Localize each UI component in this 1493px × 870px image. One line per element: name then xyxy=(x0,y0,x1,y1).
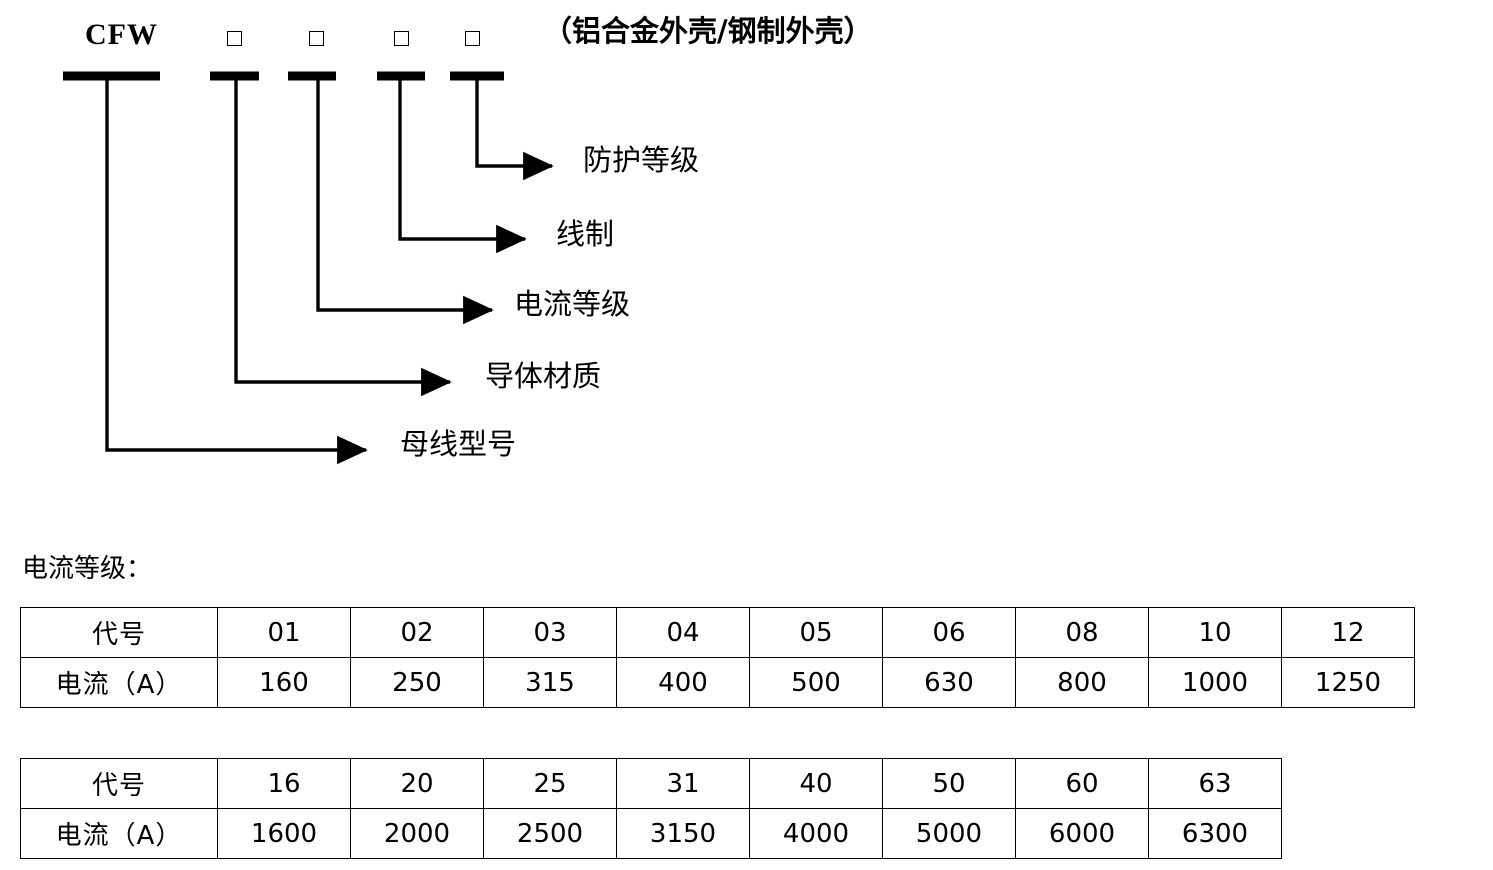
cell-current: 4000 xyxy=(749,808,883,859)
cell-code: 05 xyxy=(749,607,883,658)
current-rating-table-low: 代号 01 02 03 04 05 06 08 10 12 电流（A） 160 … xyxy=(20,607,1415,708)
row-header-current: 电流（A） xyxy=(20,657,218,708)
row-header-current: 电流（A） xyxy=(20,808,218,859)
cell-code: 20 xyxy=(350,758,484,809)
table-row-code: 代号 01 02 03 04 05 06 08 10 12 xyxy=(20,607,1415,658)
designation-box-current-rating xyxy=(309,31,324,46)
cell-current: 1250 xyxy=(1281,657,1415,708)
row-header-code: 代号 xyxy=(20,758,218,809)
leader-label-protection-degree: 防护等级 xyxy=(583,143,700,177)
leader-line-conductor xyxy=(234,80,452,397)
cell-code: 04 xyxy=(616,607,750,658)
cell-code: 31 xyxy=(616,758,750,809)
cell-current: 2000 xyxy=(350,808,484,859)
cell-code: 12 xyxy=(1281,607,1415,658)
table-row-current: 电流（A） 160 250 315 400 500 630 800 1000 1… xyxy=(20,657,1415,708)
designation-box-conductor-material xyxy=(227,31,242,46)
leader-line-graphics xyxy=(63,71,554,465)
cell-current: 315 xyxy=(483,657,617,708)
model-designation-diagram: CFW （铝合金外壳/钢制外壳） 防护等级 线制 电流等级 导体材 xyxy=(63,14,873,465)
leader-line-protection xyxy=(475,80,554,181)
leader-line-wiring xyxy=(398,80,527,254)
leader-line-busway xyxy=(105,80,368,465)
cell-current: 630 xyxy=(882,657,1016,708)
leader-line-current xyxy=(316,80,494,325)
enclosure-type-note: （铝合金外壳/钢制外壳） xyxy=(543,14,873,48)
cell-code: 03 xyxy=(483,607,617,658)
table-row-current: 电流（A） 1600 2000 2500 3150 4000 5000 6000… xyxy=(20,808,1282,859)
leader-label-wiring-system: 线制 xyxy=(556,217,615,251)
designation-box-protection-degree xyxy=(465,31,480,46)
cell-current: 250 xyxy=(350,657,484,708)
cell-code: 06 xyxy=(882,607,1016,658)
cell-code: 08 xyxy=(1015,607,1149,658)
cell-current: 400 xyxy=(616,657,750,708)
cell-code: 25 xyxy=(483,758,617,809)
cell-code: 40 xyxy=(749,758,883,809)
cell-code: 60 xyxy=(1015,758,1149,809)
cell-current: 5000 xyxy=(882,808,1016,859)
cell-code: 50 xyxy=(882,758,1016,809)
cell-current: 160 xyxy=(217,657,351,708)
current-rating-table-high: 代号 16 20 25 31 40 50 60 63 电流（A） 1600 20… xyxy=(20,758,1282,859)
row-header-code: 代号 xyxy=(20,607,218,658)
cell-current: 2500 xyxy=(483,808,617,859)
leader-label-current-rating: 电流等级 xyxy=(514,287,631,321)
cell-current: 6300 xyxy=(1148,808,1282,859)
cell-current: 1600 xyxy=(217,808,351,859)
cell-code: 63 xyxy=(1148,758,1282,809)
cell-code: 01 xyxy=(217,607,351,658)
cell-current: 6000 xyxy=(1015,808,1149,859)
designation-prefix: CFW xyxy=(85,18,158,51)
leader-label-conductor-material: 导体材质 xyxy=(485,359,602,393)
cell-current: 3150 xyxy=(616,808,750,859)
cell-code: 02 xyxy=(350,607,484,658)
table-row-code: 代号 16 20 25 31 40 50 60 63 xyxy=(20,758,1282,809)
designation-box-wiring-system xyxy=(394,31,409,46)
leader-label-busway-model: 母线型号 xyxy=(400,427,517,461)
cell-current: 800 xyxy=(1015,657,1149,708)
current-rating-caption: 电流等级： xyxy=(22,554,153,584)
cell-current: 500 xyxy=(749,657,883,708)
cell-code: 16 xyxy=(217,758,351,809)
cell-code: 10 xyxy=(1148,607,1282,658)
cell-current: 1000 xyxy=(1148,657,1282,708)
